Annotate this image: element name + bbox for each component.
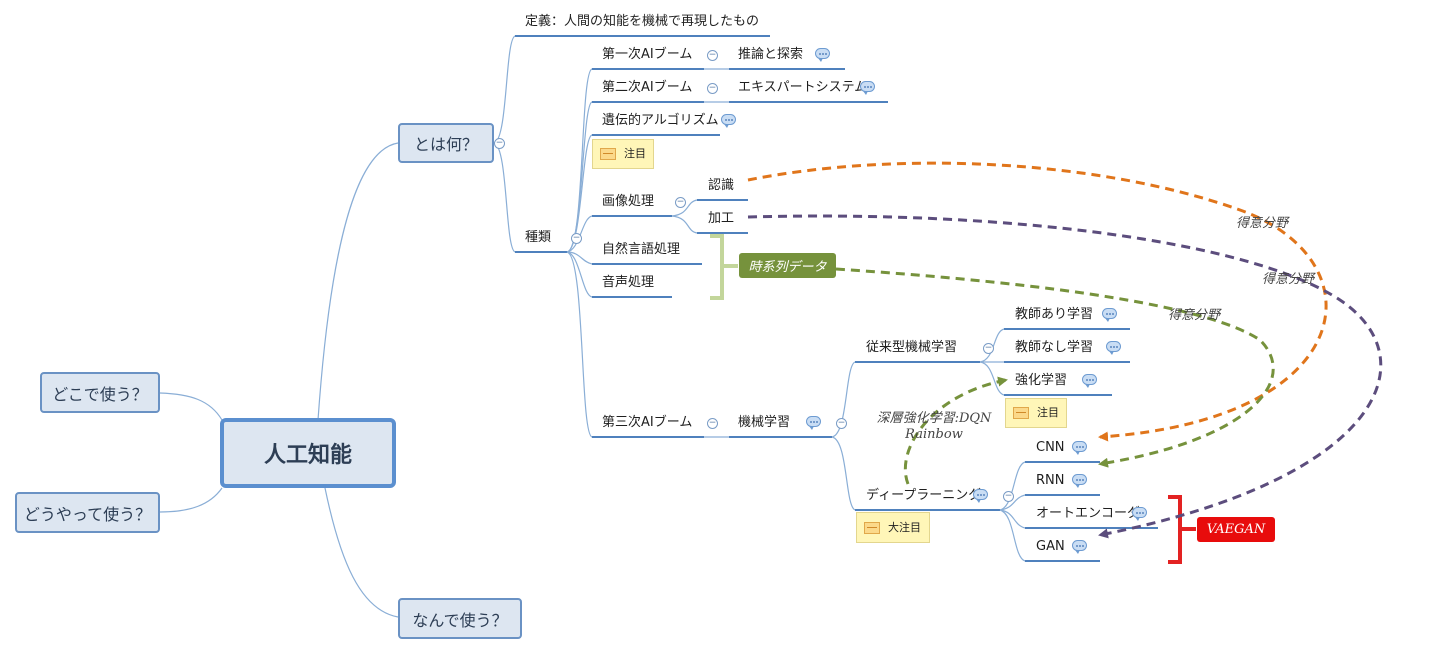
relation-label-strong-field[interactable]: 得意分野 <box>1168 308 1221 323</box>
note-label: 大注目 <box>888 520 921 534</box>
definition-node[interactable]: 定義：人間の知能を機械で再現したもの <box>525 14 760 29</box>
vaegan-tag[interactable]: VAEGAN <box>1197 517 1275 542</box>
comment-icon[interactable] <box>721 114 736 128</box>
note-icon <box>1013 407 1029 419</box>
unsupervised-node[interactable]: 教師なし学習 <box>1015 340 1094 355</box>
boom2-node[interactable]: 第二次AIブーム <box>602 80 693 95</box>
boom1-node[interactable]: 第一次AIブーム <box>602 47 693 62</box>
collapse-toggle-deep[interactable]: − <box>1003 491 1014 502</box>
boom2-child-node[interactable]: エキスパートシステム <box>738 80 868 95</box>
collapse-toggle-boom1[interactable]: − <box>707 50 718 61</box>
comment-icon[interactable] <box>1102 308 1117 322</box>
collapse-toggle-types[interactable]: − <box>571 233 582 244</box>
relation-label-strong-field[interactable]: 得意分野 <box>1236 216 1289 231</box>
note-icon <box>864 521 880 534</box>
collapse-toggle-classic[interactable]: − <box>983 343 994 354</box>
branch-how[interactable]: どうやって使う？ <box>15 492 160 533</box>
collapse-toggle-ml[interactable]: − <box>836 418 847 429</box>
boom3-node[interactable]: 第三次AIブーム <box>602 415 693 430</box>
collapse-toggle-boom3[interactable]: − <box>707 418 718 429</box>
relation-label-line: Rainbow <box>905 427 963 442</box>
recognition-node[interactable]: 認識 <box>708 178 735 193</box>
comment-icon[interactable] <box>1072 474 1087 488</box>
comment-icon[interactable] <box>806 416 821 430</box>
relation-label-strong-field[interactable]: 得意分野 <box>1262 272 1315 287</box>
comment-icon[interactable] <box>860 81 875 95</box>
branch-where[interactable]: どこで使う？ <box>40 372 160 413</box>
branch-what[interactable]: とは何？ <box>398 123 494 163</box>
genetic-algorithm-node[interactable]: 遺伝的アルゴリズム <box>602 113 719 128</box>
root-node[interactable]: 人工知能 <box>220 418 396 488</box>
reinforcement-node[interactable]: 強化学習 <box>1015 373 1068 388</box>
note-label: 注目 <box>624 147 646 160</box>
timeseries-tag[interactable]: 時系列データ <box>739 253 836 278</box>
relation-label-line: 深層強化学習:DQN <box>876 411 992 426</box>
note-attention-rl[interactable]: 注目 <box>1005 398 1067 428</box>
comment-icon[interactable] <box>973 489 988 503</box>
cnn-node[interactable]: CNN <box>1036 440 1065 455</box>
collapse-toggle-what[interactable]: − <box>494 138 505 149</box>
nlp-node[interactable]: 自然言語処理 <box>602 242 681 257</box>
machine-learning-node[interactable]: 機械学習 <box>738 415 791 430</box>
types-node[interactable]: 種類 <box>525 230 552 245</box>
note-icon <box>600 148 616 160</box>
comment-icon[interactable] <box>1082 374 1097 388</box>
deep-learning-node[interactable]: ディープラーニング <box>866 488 982 503</box>
processing-node[interactable]: 加工 <box>708 211 735 226</box>
supervised-node[interactable]: 教師あり学習 <box>1015 307 1094 322</box>
branch-why[interactable]: なんで使う？ <box>398 598 522 639</box>
collapse-toggle-image[interactable]: − <box>675 197 686 208</box>
note-attention[interactable]: 注目 <box>592 139 654 169</box>
boom1-child-node[interactable]: 推論と探索 <box>738 47 804 62</box>
speech-node[interactable]: 音声処理 <box>602 275 655 290</box>
comment-icon[interactable] <box>1106 341 1121 355</box>
rnn-node[interactable]: RNN <box>1036 473 1065 488</box>
comment-icon[interactable] <box>815 48 830 62</box>
classic-ml-node[interactable]: 従来型機械学習 <box>866 340 958 355</box>
collapse-toggle-boom2[interactable]: − <box>707 83 718 94</box>
autoencoder-node[interactable]: オートエンコーダ <box>1036 506 1141 521</box>
note-label: 注目 <box>1037 406 1059 419</box>
note-big-attention[interactable]: 大注目 <box>856 512 930 543</box>
comment-icon[interactable] <box>1132 507 1147 521</box>
gan-node[interactable]: GAN <box>1036 539 1065 554</box>
relation-label-deep-rl[interactable]: 深層強化学習:DQN Rainbow <box>872 411 996 443</box>
comment-icon[interactable] <box>1072 540 1087 554</box>
comment-icon[interactable] <box>1072 441 1087 455</box>
image-processing-node[interactable]: 画像処理 <box>602 194 655 209</box>
